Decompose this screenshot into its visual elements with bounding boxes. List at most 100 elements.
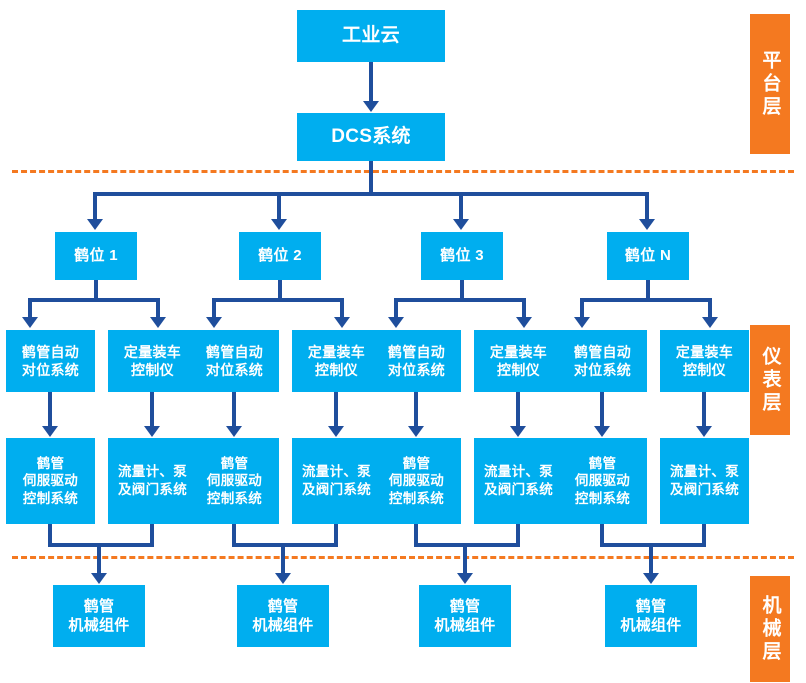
node-instrument-2[interactable]: 定量装车 控制仪 (108, 330, 197, 392)
connector-dcs-to-bus-stem (369, 161, 373, 194)
connector-instr2-stem (150, 392, 154, 429)
connector-bus-arrow-1 (87, 219, 103, 230)
connector-instr5-stem (414, 392, 418, 429)
connector-instr6-arrow (510, 426, 526, 437)
connector-station1-right-drop (156, 298, 160, 320)
node-system-3[interactable]: 鹤管 伺服驱动 控制系统 (190, 438, 279, 524)
connector-stationn-right-drop (708, 298, 712, 320)
node-instrument-4[interactable]: 定量装车 控制仪 (292, 330, 381, 392)
connector-bus-arrow-3 (453, 219, 469, 230)
connector-merge4-bar (600, 543, 706, 547)
connector-merge2-right-stem (334, 524, 338, 546)
node-system-4[interactable]: 流量计、泵 及阀门系统 (292, 438, 381, 524)
node-instrument-3[interactable]: 鹤管自动 对位系统 (190, 330, 279, 392)
connector-instr6-stem (516, 392, 520, 429)
node-mechanical-1[interactable]: 鹤管 机械组件 (53, 585, 145, 647)
connector-merge4-drop (649, 543, 653, 576)
layer-tag-instrument: 仪表层 (750, 325, 790, 435)
node-instrument-6[interactable]: 定量装车 控制仪 (474, 330, 563, 392)
connector-merge3-right-stem (516, 524, 520, 546)
connector-stationn-split (580, 298, 712, 302)
connector-merge1-left-stem (48, 524, 52, 546)
connector-merge1-arrow (91, 573, 107, 584)
node-mechanical-4[interactable]: 鹤管 机械组件 (605, 585, 697, 647)
connector-cloud-to-dcs-arrow (363, 101, 379, 112)
connector-instr3-arrow (226, 426, 242, 437)
connector-merge4-arrow (643, 573, 659, 584)
connector-instr5-arrow (408, 426, 424, 437)
connector-bus-drop-1 (93, 192, 97, 222)
connector-merge2-drop (281, 543, 285, 576)
connector-station1-stem (94, 280, 98, 300)
node-industrial-cloud[interactable]: 工业云 (297, 10, 445, 62)
connector-merge3-bar (414, 543, 520, 547)
node-system-2[interactable]: 流量计、泵 及阀门系统 (108, 438, 197, 524)
connector-stationn-left-arrow (574, 317, 590, 328)
node-instrument-7[interactable]: 鹤管自动 对位系统 (558, 330, 647, 392)
connector-station2-split (212, 298, 344, 302)
node-instrument-5[interactable]: 鹤管自动 对位系统 (372, 330, 461, 392)
node-instrument-8[interactable]: 定量装车 控制仪 (660, 330, 749, 392)
connector-station2-right-arrow (334, 317, 350, 328)
connector-stationn-stem (646, 280, 650, 300)
connector-station1-left-arrow (22, 317, 38, 328)
connector-station2-left-arrow (206, 317, 222, 328)
node-system-5[interactable]: 鹤管 伺服驱动 控制系统 (372, 438, 461, 524)
node-system-6[interactable]: 流量计、泵 及阀门系统 (474, 438, 563, 524)
node-station-2[interactable]: 鹤位 2 (239, 232, 321, 280)
connector-merge4-right-stem (702, 524, 706, 546)
connector-bus-arrow-2 (271, 219, 287, 230)
connector-merge2-left-stem (232, 524, 236, 546)
node-system-7[interactable]: 鹤管 伺服驱动 控制系统 (558, 438, 647, 524)
connector-station2-right-drop (340, 298, 344, 320)
divider-instrument-mechanical (12, 556, 794, 559)
connector-merge1-drop (97, 543, 101, 576)
connector-instr8-arrow (696, 426, 712, 437)
connector-instr8-stem (702, 392, 706, 429)
connector-station2-left-drop (212, 298, 216, 320)
connector-station3-left-drop (394, 298, 398, 320)
connector-station1-right-arrow (150, 317, 166, 328)
connector-station3-right-drop (522, 298, 526, 320)
connector-station1-split (28, 298, 160, 302)
connector-merge2-bar (232, 543, 338, 547)
node-station-3[interactable]: 鹤位 3 (421, 232, 503, 280)
connector-merge2-arrow (275, 573, 291, 584)
connector-bus-drop-3 (459, 192, 463, 222)
node-system-1[interactable]: 鹤管 伺服驱动 控制系统 (6, 438, 95, 524)
connector-station3-stem (460, 280, 464, 300)
connector-instr4-stem (334, 392, 338, 429)
connector-station3-split (394, 298, 526, 302)
node-mechanical-2[interactable]: 鹤管 机械组件 (237, 585, 329, 647)
node-dcs-system[interactable]: DCS系统 (297, 113, 445, 161)
connector-station3-right-arrow (516, 317, 532, 328)
connector-station3-left-arrow (388, 317, 404, 328)
connector-merge4-left-stem (600, 524, 604, 546)
node-instrument-1[interactable]: 鹤管自动 对位系统 (6, 330, 95, 392)
layer-tag-mechanical: 机械层 (750, 576, 790, 682)
node-station-n[interactable]: 鹤位 N (607, 232, 689, 280)
divider-platform-instrument (12, 170, 794, 173)
connector-station2-stem (278, 280, 282, 300)
connector-merge3-left-stem (414, 524, 418, 546)
connector-cloud-to-dcs-stem (369, 62, 373, 104)
connector-bus-drop-2 (277, 192, 281, 222)
layer-tag-platform: 平台层 (750, 14, 790, 154)
connector-instr4-arrow (328, 426, 344, 437)
connector-bus-arrow-4 (639, 219, 655, 230)
node-station-1[interactable]: 鹤位 1 (55, 232, 137, 280)
connector-station1-left-drop (28, 298, 32, 320)
node-system-8[interactable]: 流量计、泵 及阀门系统 (660, 438, 749, 524)
connector-instr7-stem (600, 392, 604, 429)
connector-merge1-bar (48, 543, 154, 547)
connector-instr2-arrow (144, 426, 160, 437)
connector-bus-drop-4 (645, 192, 649, 222)
connector-stationn-left-drop (580, 298, 584, 320)
connector-instr1-arrow (42, 426, 58, 437)
connector-stationn-right-arrow (702, 317, 718, 328)
connector-station-bus (93, 192, 649, 196)
node-mechanical-3[interactable]: 鹤管 机械组件 (419, 585, 511, 647)
connector-instr7-arrow (594, 426, 610, 437)
connector-merge1-right-stem (150, 524, 154, 546)
